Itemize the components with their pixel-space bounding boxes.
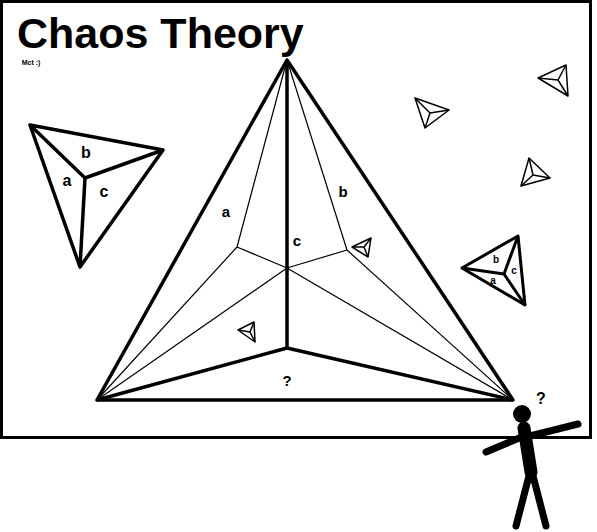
big-tetrahedron <box>97 60 513 400</box>
face-letter: a <box>63 173 72 189</box>
face-question: ? <box>282 373 291 388</box>
face-letter: b <box>493 255 499 265</box>
face-letter: b <box>338 184 347 199</box>
face-letter: c <box>100 184 109 200</box>
left-tetrahedron <box>30 125 163 267</box>
face-letter: b <box>81 145 91 161</box>
title: Chaos Theory <box>17 12 304 55</box>
signature: Mct :) <box>22 59 41 66</box>
tiny-tetrahedra <box>238 65 568 342</box>
face-letter: c <box>511 266 517 276</box>
right-tetrahedron <box>462 236 525 305</box>
face-letter: a <box>222 204 230 219</box>
face-letter: a <box>490 276 496 286</box>
frame <box>2 2 591 438</box>
stick-figure <box>486 405 578 526</box>
face-letter: c <box>293 233 301 248</box>
figure-question: ? <box>536 391 546 407</box>
